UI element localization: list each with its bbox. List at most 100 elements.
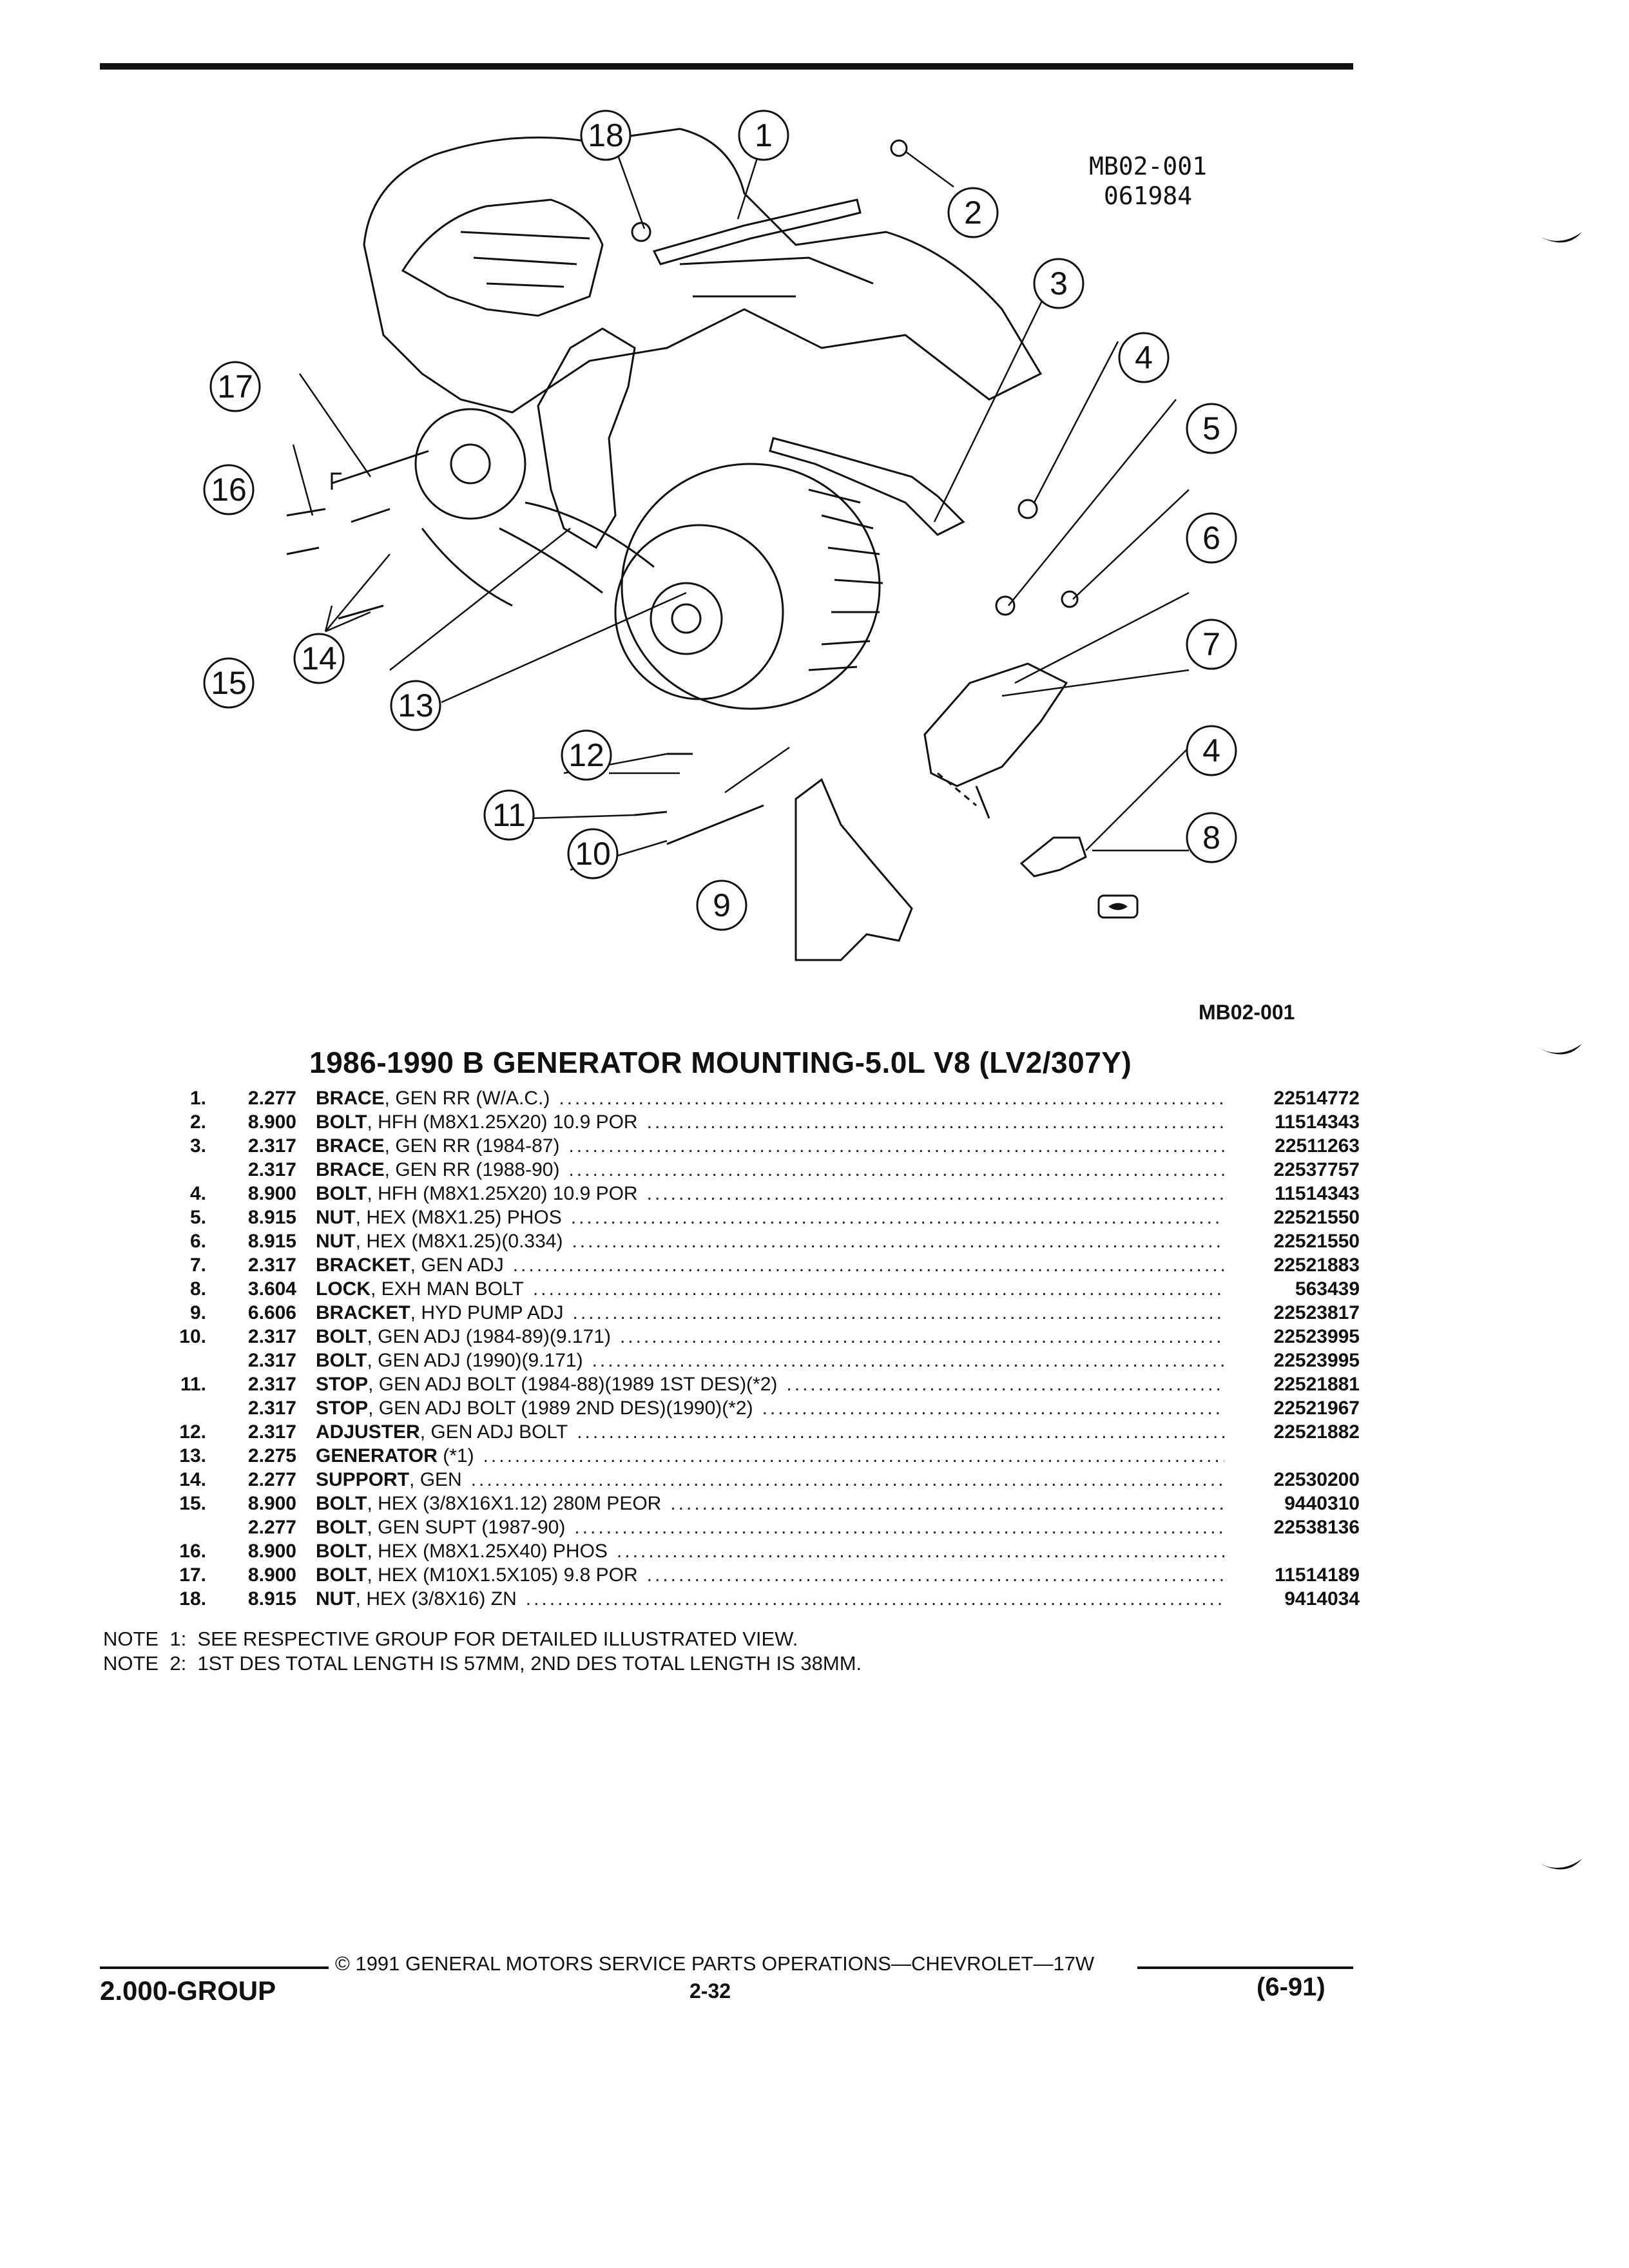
part-name: SUPPORT xyxy=(316,1469,410,1490)
callout-16: 16 xyxy=(211,472,247,508)
callout-5: 5 xyxy=(1202,410,1220,447)
part-detail: (*1) xyxy=(437,1445,474,1466)
leader-dots xyxy=(474,1444,1224,1468)
engine-block-outline xyxy=(363,128,1043,414)
leader-dots xyxy=(638,1563,1224,1587)
bolt-16 xyxy=(286,508,326,517)
brace-gen-rr xyxy=(769,437,965,536)
callout-9: 9 xyxy=(713,887,731,923)
group-number: 2.277 xyxy=(247,1469,296,1490)
part-number: 9440310 xyxy=(1284,1493,1360,1514)
part-name: GENERATOR xyxy=(316,1445,438,1466)
leader-dots xyxy=(583,1349,1224,1372)
part-description: BRACKET, GEN ADJ xyxy=(316,1253,1224,1277)
group-number: 8.915 xyxy=(247,1231,296,1252)
generator-face xyxy=(614,524,784,700)
item-number: 16. xyxy=(179,1541,206,1562)
group-number: 2.277 xyxy=(247,1517,296,1538)
leader-dots xyxy=(562,1206,1224,1229)
part-number: 11514343 xyxy=(1275,1183,1360,1204)
part-name: BOLT xyxy=(316,1183,367,1204)
part-detail: , GEN ADJ BOLT (1984-88)(1989 1ST DES)(*… xyxy=(368,1374,778,1395)
leader-dots xyxy=(462,1468,1224,1492)
part-name: BRACKET xyxy=(316,1302,410,1323)
engine-lower-lines xyxy=(421,501,655,607)
part-name: BOLT xyxy=(316,1326,367,1347)
bolt-10 xyxy=(666,804,764,845)
part-detail: , GEN RR (1988-90) xyxy=(384,1159,560,1180)
item-number: 17. xyxy=(179,1564,206,1586)
leader-dots xyxy=(661,1492,1224,1515)
part-description: BRACKET, HYD PUMP ADJ xyxy=(316,1301,1224,1325)
part-name: BOLT xyxy=(316,1111,367,1133)
group-number: 2.317 xyxy=(247,1135,296,1157)
generator-pulley xyxy=(650,582,723,655)
part-description: BOLT, HEX (3/8X16X1.12) 280M PEOR xyxy=(316,1492,1224,1515)
part-detail: , HEX (3/8X16X1.12) 280M PEOR xyxy=(367,1493,662,1514)
part-description: GENERATOR (*1) xyxy=(316,1444,1224,1468)
engine-rib-2 xyxy=(679,256,874,298)
part-description: BOLT, HEX (M10X1.5X105) 9.8 POR xyxy=(316,1563,1224,1587)
top-rule xyxy=(100,63,1353,70)
group-number: 8.900 xyxy=(247,1183,296,1204)
callout-1: 1 xyxy=(755,117,773,153)
item-number: 13. xyxy=(179,1445,206,1466)
page-number: 2-32 xyxy=(689,1979,731,2003)
bracket-gen-adj xyxy=(923,662,1068,787)
lock-exh-man-bolt xyxy=(1019,836,1087,878)
part-detail: , HYD PUMP ADJ xyxy=(410,1302,564,1323)
group-number: 2.317 xyxy=(247,1374,296,1395)
part-detail: , HEX (3/8X16) ZN xyxy=(355,1588,517,1610)
part-name: NUT xyxy=(316,1207,356,1228)
section-title: 1986-1990 B GENERATOR MOUNTING-5.0L V8 (… xyxy=(309,1046,1132,1079)
bolt-4-head xyxy=(1017,499,1038,519)
callout-labels: 18 1 2 3 4 5 6 7 4 8 9 10 11 12 13 14 15… xyxy=(211,117,1220,923)
group-number: 8.915 xyxy=(247,1588,296,1610)
bolt-15b xyxy=(351,508,390,523)
part-description: LOCK, EXH MAN BOLT xyxy=(316,1277,1224,1301)
item-number: 9. xyxy=(189,1302,206,1323)
group-label: 2.000-GROUP xyxy=(100,1975,276,2006)
part-name: BRACE xyxy=(316,1135,385,1157)
part-description: BOLT, HFH (M8X1.25X20) 10.9 POR xyxy=(316,1110,1224,1134)
part-detail: , HEX (M10X1.5X105) 9.8 POR xyxy=(367,1564,638,1586)
part-detail: , EXH MAN BOLT xyxy=(371,1278,524,1300)
binder-mark-3 xyxy=(1537,1859,1582,1870)
bolt-4-lower xyxy=(975,785,990,819)
callout-13: 13 xyxy=(398,687,434,724)
part-description: NUT, HEX (3/8X16) ZN xyxy=(316,1587,1224,1611)
leader-dots xyxy=(559,1134,1224,1158)
figure-id-date: 061984 xyxy=(1103,182,1193,210)
part-name: BOLT xyxy=(316,1517,367,1538)
item-number: 7. xyxy=(189,1254,206,1276)
group-number: 2.317 xyxy=(247,1159,296,1180)
part-description: BOLT, HFH (M8X1.25X20) 10.9 POR xyxy=(316,1182,1224,1206)
part-number: 22521882 xyxy=(1273,1421,1360,1443)
part-number: 22521881 xyxy=(1273,1374,1360,1395)
group-number: 2.317 xyxy=(247,1326,296,1347)
copyright: © 1991 GENERAL MOTORS SERVICE PARTS OPER… xyxy=(335,1952,1095,1975)
group-number: 8.900 xyxy=(247,1564,296,1586)
leader-dots xyxy=(638,1110,1224,1134)
leader-dots xyxy=(550,1086,1224,1110)
leader-dots xyxy=(611,1325,1224,1349)
part-description: BRACE, GEN RR (1984-87) xyxy=(316,1134,1224,1158)
part-description: BRACE, GEN RR (1988-90) xyxy=(316,1158,1224,1182)
callout-8: 8 xyxy=(1202,820,1220,856)
part-detail: , GEN ADJ BOLT (1989 2ND DES)(1990)(*2) xyxy=(368,1398,753,1419)
part-number: 22521550 xyxy=(1273,1231,1360,1252)
diagram-svg: 18 1 2 3 4 5 6 7 4 8 9 10 11 12 13 14 15… xyxy=(203,110,1237,961)
revision-date: (6-91) xyxy=(1257,1973,1325,2001)
stop-11 xyxy=(634,811,668,816)
part-number: 22523995 xyxy=(1273,1326,1360,1347)
footer-rule-left xyxy=(100,1966,329,1969)
engine-rib-1 xyxy=(460,231,590,288)
leader-dots xyxy=(777,1372,1224,1396)
leader-dots xyxy=(504,1253,1224,1277)
note-1: NOTE 1: SEE RESPECTIVE GROUP FOR DETAILE… xyxy=(103,1628,798,1650)
